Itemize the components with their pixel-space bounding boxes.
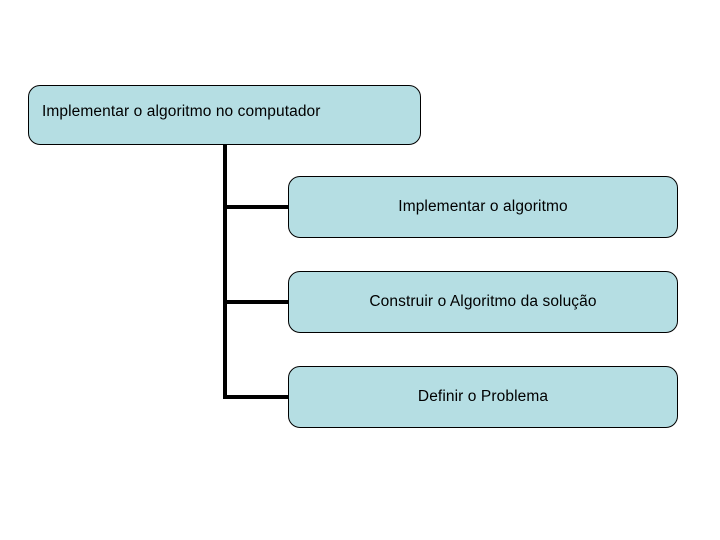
node-root-label: Implementar o algoritmo no computador — [42, 103, 321, 121]
node-child-2-label: Construir o Algoritmo da solução — [369, 293, 597, 311]
node-child-definir-problema[interactable]: Definir o Problema — [288, 366, 678, 428]
node-child-construir-algoritmo[interactable]: Construir o Algoritmo da solução — [288, 271, 678, 333]
node-child-1-label: Implementar o algoritmo — [398, 198, 568, 216]
node-child-3-label: Definir o Problema — [417, 388, 549, 406]
node-root-implementar-no-computador[interactable]: Implementar o algoritmo no computador — [28, 85, 421, 145]
node-child-implementar-algoritmo[interactable]: Implementar o algoritmo — [288, 176, 678, 238]
